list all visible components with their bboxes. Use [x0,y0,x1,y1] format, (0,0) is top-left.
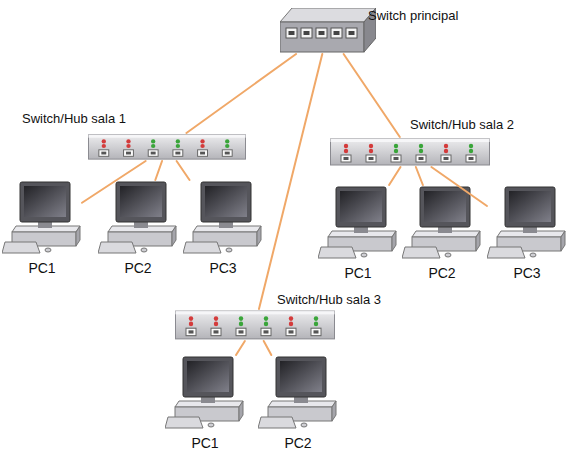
network-cable [264,341,272,355]
computer-label: PC2 [98,260,178,276]
network-cable [177,161,190,180]
network-cable [186,54,296,133]
switch-label: Switch principal [368,8,458,24]
switch-label: Switch/Hub sala 3 [277,292,381,308]
room-switch: Switch/Hub sala 3 [175,309,335,341]
network-cable [155,161,162,180]
computer: PC1 [2,180,82,278]
main-switch: Switch principal [280,8,376,54]
switch-label: Switch/Hub sala 1 [22,111,126,127]
computer-label: PC1 [165,435,245,451]
network-cable [259,54,322,309]
computer: PC2 [258,355,338,453]
computer: PC3 [487,185,567,283]
computer-label: PC1 [2,260,82,276]
computer-label: PC3 [487,265,567,281]
network-cable [389,167,400,185]
computer: PC3 [183,180,263,278]
computer: PC1 [318,185,398,283]
computer-label: PC3 [183,260,263,276]
network-cable [431,167,487,206]
room-switch: Switch/Hub sala 1 [88,133,246,161]
network-cable [236,341,245,355]
computer: PC2 [402,185,482,283]
computer-label: PC2 [402,265,482,281]
room-switch: Switch/Hub sala 2 [330,137,490,167]
network-cable [344,54,400,137]
computer: PC1 [165,355,245,453]
computer: PC2 [98,180,178,278]
network-cable [82,161,146,203]
switch-label: Switch/Hub sala 2 [410,117,514,133]
computer-label: PC2 [258,435,338,451]
computer-label: PC1 [318,265,398,281]
network-cable [416,167,423,185]
